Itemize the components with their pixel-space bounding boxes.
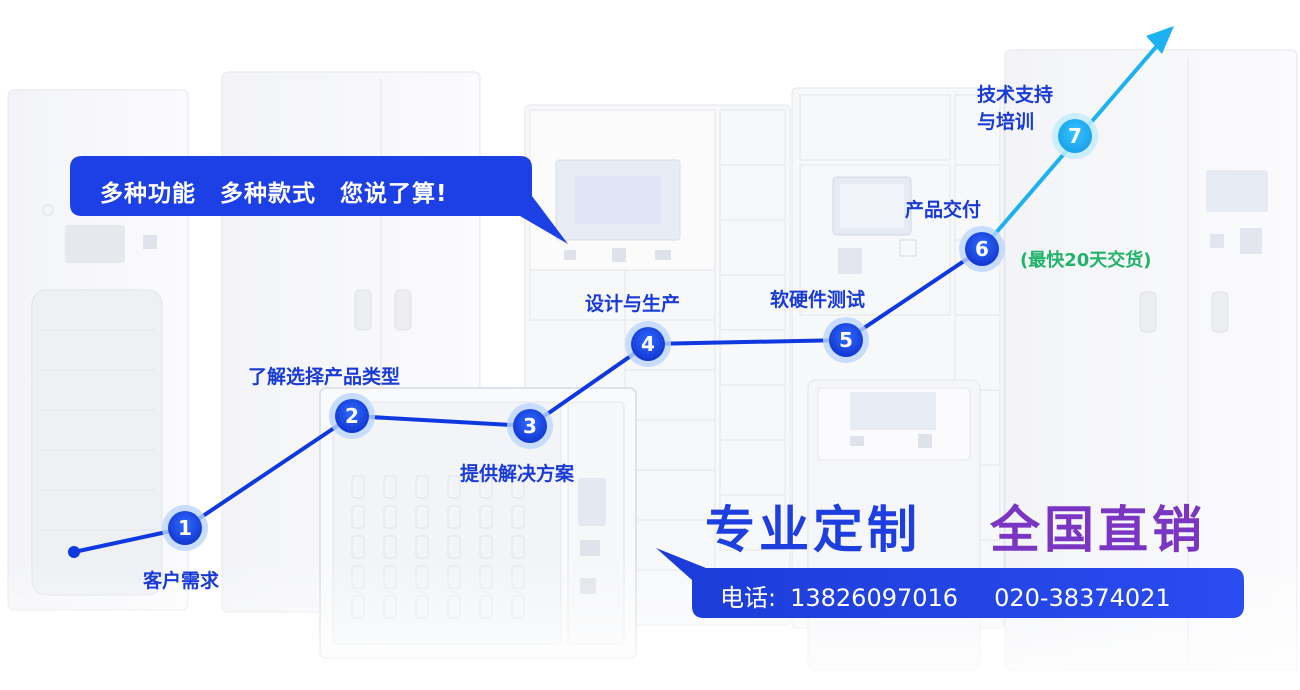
cabinet-left <box>7 89 189 611</box>
phone-number-1: 13826097016 <box>790 584 959 612</box>
step-label-4: 设计与生产 <box>585 293 681 315</box>
cabinet-locker-screen <box>524 104 791 626</box>
delivery-note: (最快20天交货) <box>1020 250 1152 271</box>
arrow-head-icon <box>1146 26 1174 54</box>
phone-bar <box>656 548 1244 618</box>
step-circle-4: 4 <box>625 321 671 367</box>
step-label-7-line1: 技术支持 <box>977 84 1054 106</box>
contact-phone: 电话: 13826097016 020-38374021 <box>720 578 1185 613</box>
phone-label: 电话: <box>720 584 777 612</box>
step-circle-1: 1 <box>162 505 208 551</box>
step-label-2: 了解选择产品类型 <box>248 366 401 388</box>
step-circle-6: 6 <box>959 226 1005 272</box>
phone-number-2: 020-38374021 <box>994 584 1171 612</box>
speech-bubble <box>70 156 568 244</box>
cabinet-right <box>1004 49 1298 671</box>
step-number: 6 <box>975 237 989 261</box>
step-number: 2 <box>345 404 359 428</box>
start-dot <box>68 546 80 558</box>
step-circle-7: 7 <box>1052 113 1098 159</box>
bubble-text: 多种功能多种款式您说了算! <box>100 174 448 208</box>
step-label-5: 软硬件测试 <box>770 289 866 311</box>
step-label-7-line2: 与培训 <box>977 111 1035 133</box>
bubble-phrase-2: 多种款式 <box>220 181 316 207</box>
step-label-1: 客户需求 <box>143 570 220 592</box>
step-number: 7 <box>1068 124 1082 148</box>
bubble-phrase-1: 多种功能 <box>100 181 196 207</box>
step-number: 5 <box>839 328 853 352</box>
step-label-3: 提供解决方案 <box>460 463 575 485</box>
step-circle-3: 3 <box>507 403 553 449</box>
step-number: 4 <box>641 332 655 356</box>
slogan-direct-sales: 全国直销 <box>990 501 1206 559</box>
step-number: 1 <box>178 516 192 540</box>
step-circle-5: 5 <box>823 317 869 363</box>
step-number: 3 <box>523 414 537 438</box>
step-circle-2: 2 <box>329 393 375 439</box>
bubble-phrase-3: 您说了算! <box>340 181 448 207</box>
step-label-6: 产品交付 <box>905 199 982 221</box>
slogan-custom: 专业定制 <box>705 501 921 559</box>
